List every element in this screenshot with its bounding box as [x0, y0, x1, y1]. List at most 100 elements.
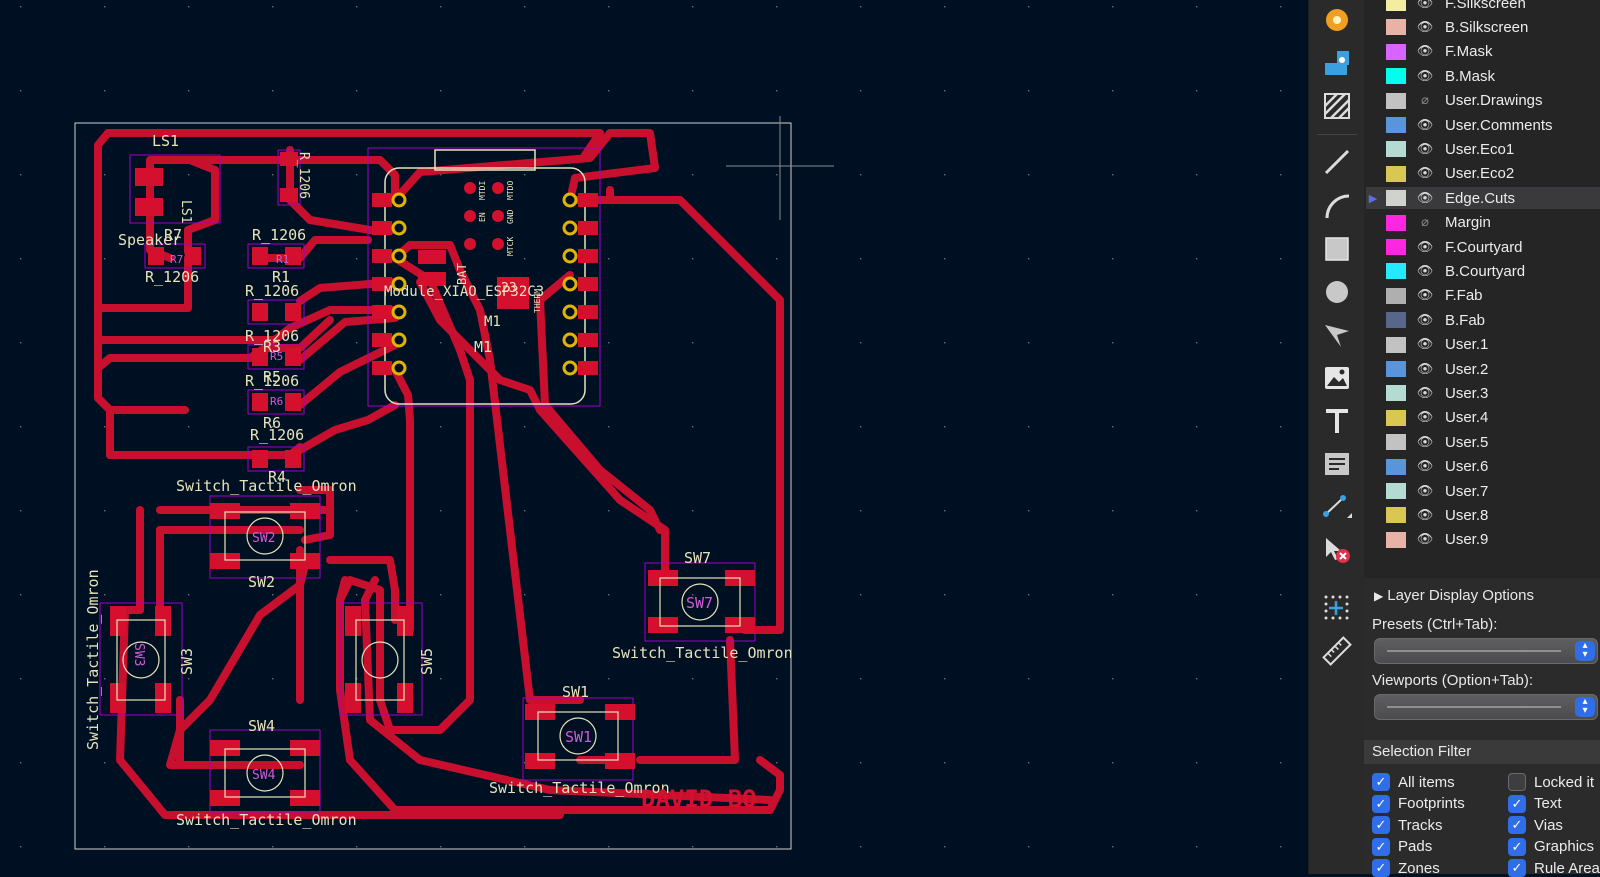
- grid-origin-icon[interactable]: [1317, 590, 1357, 626]
- layer-color-swatch[interactable]: [1386, 336, 1406, 353]
- layer-row-b-silkscreen[interactable]: 👁B.Silkscreen: [1366, 16, 1600, 38]
- layer-color-swatch[interactable]: [1386, 312, 1406, 329]
- layer-row-user-drawings[interactable]: ⌀User.Drawings: [1366, 90, 1600, 112]
- layer-row-user-2[interactable]: 👁User.2: [1366, 358, 1600, 380]
- filter-footprints[interactable]: ✓Footprints: [1372, 794, 1465, 813]
- layer-color-swatch[interactable]: [1386, 141, 1406, 158]
- layer-color-swatch[interactable]: [1386, 409, 1406, 426]
- layer-color-swatch[interactable]: [1386, 190, 1406, 207]
- filter-pads[interactable]: ✓Pads: [1372, 837, 1432, 856]
- layer-row-f-silkscreen[interactable]: 👁F.Silkscreen: [1366, 0, 1600, 14]
- eye-icon[interactable]: 👁: [1416, 141, 1434, 157]
- filter-all-items[interactable]: ✓All items: [1372, 773, 1455, 791]
- filter-rule-area[interactable]: ✓Rule Area: [1508, 859, 1600, 877]
- eye-icon[interactable]: 👁: [1416, 410, 1434, 426]
- checkbox-checked-icon[interactable]: ✓: [1508, 859, 1526, 877]
- filter-text[interactable]: ✓Text: [1508, 794, 1562, 813]
- filter-graphics[interactable]: ✓Graphics: [1508, 837, 1594, 856]
- route-track-icon[interactable]: [1317, 45, 1357, 81]
- layer-color-swatch[interactable]: [1386, 0, 1406, 11]
- layer-row-user-1[interactable]: 👁User.1: [1366, 334, 1600, 356]
- circle-icon[interactable]: [1317, 274, 1357, 310]
- eye-hidden-icon[interactable]: ⌀: [1421, 93, 1429, 109]
- checkbox-checked-icon[interactable]: ✓: [1508, 837, 1526, 856]
- eye-hidden-icon[interactable]: ⌀: [1421, 215, 1429, 231]
- eye-icon[interactable]: 👁: [1416, 532, 1434, 548]
- layer-row-user-eco1[interactable]: 👁User.Eco1: [1366, 138, 1600, 160]
- layer-color-swatch[interactable]: [1386, 434, 1406, 451]
- rectangle-icon[interactable]: [1317, 231, 1357, 267]
- measure-icon[interactable]: [1317, 633, 1357, 669]
- eye-icon[interactable]: 👁: [1416, 44, 1434, 60]
- filter-zones[interactable]: ✓Zones: [1372, 859, 1440, 877]
- layer-row-user-9[interactable]: 👁User.9: [1366, 529, 1600, 551]
- layer-color-swatch[interactable]: [1386, 117, 1406, 133]
- layer-color-swatch[interactable]: [1386, 263, 1406, 280]
- layer-row-f-mask[interactable]: 👁F.Mask: [1366, 41, 1600, 63]
- checkbox-checked-icon[interactable]: ✓: [1372, 837, 1390, 856]
- layer-row-user-8[interactable]: 👁User.8: [1366, 504, 1600, 526]
- layer-color-swatch[interactable]: [1386, 458, 1406, 475]
- layer-color-swatch[interactable]: [1386, 531, 1406, 548]
- layer-color-swatch[interactable]: [1386, 239, 1406, 255]
- eye-icon[interactable]: 👁: [1416, 68, 1434, 84]
- layer-display-options-toggle[interactable]: ▶Layer Display Options: [1374, 587, 1534, 604]
- dimension-icon[interactable]: [1317, 489, 1357, 525]
- eye-icon[interactable]: 👁: [1416, 263, 1434, 279]
- eye-icon[interactable]: 👁: [1416, 166, 1434, 182]
- layer-row-edge-cuts[interactable]: ▶👁Edge.Cuts: [1366, 187, 1600, 210]
- layer-color-swatch[interactable]: [1386, 287, 1406, 304]
- checkbox-checked-icon[interactable]: ✓: [1372, 816, 1390, 834]
- layer-row-user-7[interactable]: 👁User.7: [1366, 480, 1600, 502]
- eye-icon[interactable]: 👁: [1416, 385, 1434, 401]
- layer-color-swatch[interactable]: [1386, 19, 1406, 36]
- filter-vias[interactable]: ✓Vias: [1508, 816, 1563, 834]
- eye-icon[interactable]: 👁: [1416, 0, 1434, 11]
- eye-icon[interactable]: 👁: [1416, 507, 1434, 523]
- checkbox-checked-icon[interactable]: ✓: [1508, 794, 1526, 813]
- layer-row-f-courtyard[interactable]: 👁F.Courtyard: [1366, 236, 1600, 258]
- eye-icon[interactable]: 👁: [1416, 459, 1434, 475]
- layer-color-swatch[interactable]: [1386, 43, 1406, 60]
- polygon-icon[interactable]: [1317, 317, 1357, 353]
- eye-icon[interactable]: 👁: [1416, 312, 1434, 328]
- filter-tracks[interactable]: ✓Tracks: [1372, 816, 1442, 834]
- checkbox-checked-icon[interactable]: ✓: [1372, 859, 1390, 877]
- highlight-net-icon[interactable]: [1317, 2, 1357, 38]
- layer-row-user-6[interactable]: 👁User.6: [1366, 456, 1600, 478]
- eye-icon[interactable]: 👁: [1416, 19, 1434, 35]
- layer-color-swatch[interactable]: [1386, 68, 1406, 85]
- checkbox-checked-icon[interactable]: ✓: [1372, 794, 1390, 813]
- layer-color-swatch[interactable]: [1386, 165, 1406, 182]
- eye-icon[interactable]: 👁: [1416, 288, 1434, 304]
- image-icon[interactable]: [1317, 360, 1357, 396]
- textbox-icon[interactable]: [1317, 446, 1357, 482]
- eye-icon[interactable]: 👁: [1416, 117, 1434, 133]
- layer-row-user-eco2[interactable]: 👁User.Eco2: [1366, 163, 1600, 185]
- eye-icon[interactable]: 👁: [1416, 337, 1434, 353]
- layer-color-swatch[interactable]: [1386, 483, 1406, 499]
- layer-list[interactable]: 👁F.Silkscreen 👁B.Silkscreen 👁F.Mask👁B.Mask…: [1364, 0, 1600, 578]
- presets-select[interactable]: ▴▾: [1374, 638, 1598, 664]
- checkbox-unchecked-icon[interactable]: [1508, 773, 1526, 791]
- delete-icon[interactable]: [1317, 532, 1357, 568]
- layer-color-swatch[interactable]: [1386, 385, 1406, 402]
- eye-icon[interactable]: 👁: [1416, 239, 1434, 255]
- checkbox-checked-icon[interactable]: ✓: [1372, 773, 1390, 791]
- eye-icon[interactable]: 👁: [1416, 434, 1434, 450]
- layer-row-margin[interactable]: ⌀Margin: [1366, 212, 1600, 234]
- text-icon[interactable]: [1317, 403, 1357, 439]
- eye-icon[interactable]: 👁: [1416, 483, 1434, 499]
- filter-locked-it[interactable]: Locked it: [1508, 773, 1594, 791]
- layer-row-user-3[interactable]: 👁User.3: [1366, 382, 1600, 404]
- layer-color-swatch[interactable]: [1386, 214, 1406, 231]
- line-icon[interactable]: [1317, 144, 1357, 180]
- layer-row-f-fab[interactable]: 👁F.Fab: [1366, 285, 1600, 307]
- layer-row-user-4[interactable]: 👁User.4: [1366, 407, 1600, 429]
- eye-icon[interactable]: 👁: [1416, 361, 1434, 377]
- layer-row-b-mask[interactable]: 👁B.Mask: [1366, 65, 1600, 87]
- layer-row-b-fab[interactable]: 👁B.Fab: [1366, 309, 1600, 331]
- layer-row-user-5[interactable]: 👁User.5: [1366, 431, 1600, 453]
- checkbox-checked-icon[interactable]: ✓: [1508, 816, 1526, 834]
- zone-icon[interactable]: [1317, 88, 1357, 124]
